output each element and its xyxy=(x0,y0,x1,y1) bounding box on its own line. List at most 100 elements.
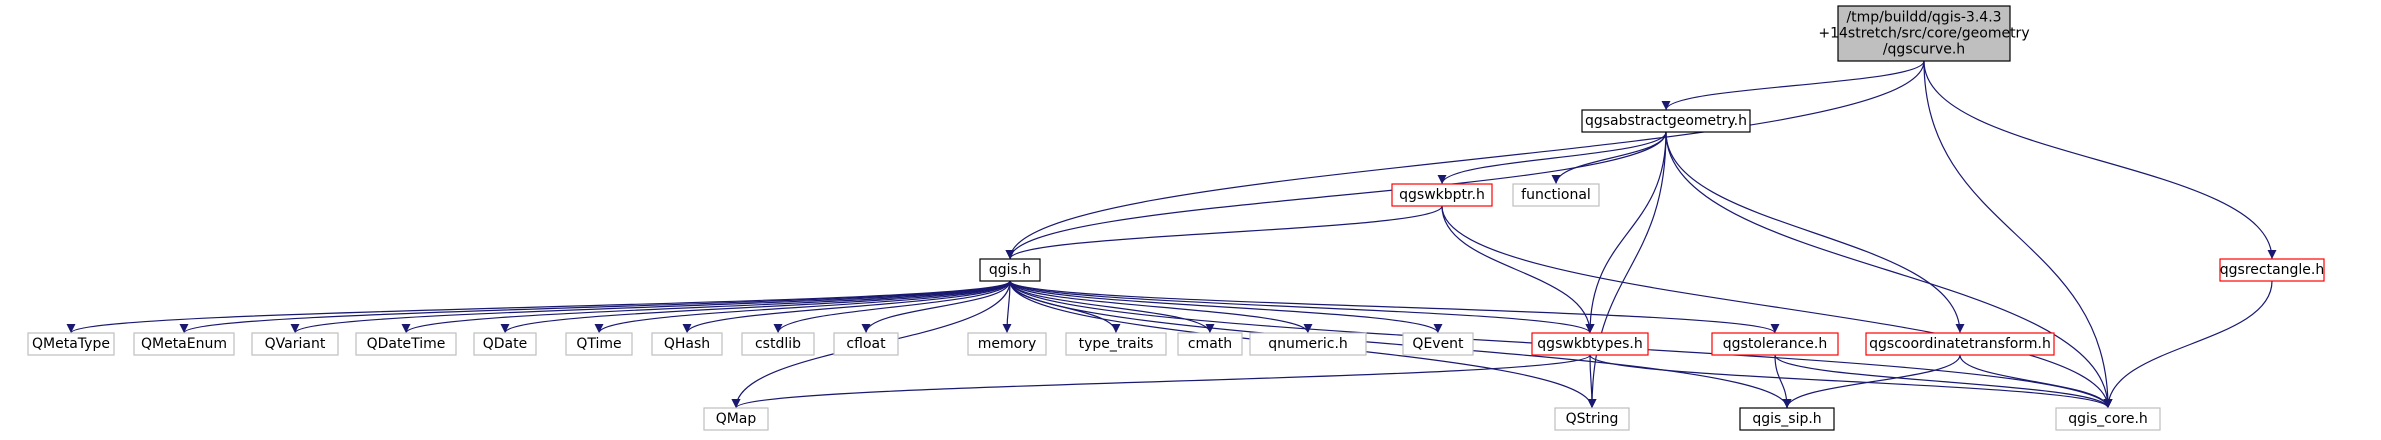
node-label-QString: QString xyxy=(1566,411,1619,427)
edge-qgswkbtypes-to-qgis_core xyxy=(1589,354,2113,409)
edge-qgsabstractgeometry-to-qgis_core xyxy=(1665,131,2113,409)
node-label-type_traits: type_traits xyxy=(1079,336,1154,352)
edge-qgsabstractgeometry-to-QString xyxy=(1587,131,1667,409)
node-label-functional: functional xyxy=(1521,187,1591,203)
node-label-root: +14stretch/src/core/geometry xyxy=(1818,26,2029,42)
node-memory[interactable]: memory xyxy=(967,332,1047,356)
edge-qgsrectangle-to-qgis_core xyxy=(2103,280,2273,409)
edge-root-to-qgis xyxy=(1005,60,1925,260)
node-label-memory: memory xyxy=(978,336,1037,352)
node-QTime[interactable]: QTime xyxy=(565,332,633,356)
node-box-QVariant xyxy=(251,332,339,356)
node-label-qgswkbtypes: qgswkbtypes.h xyxy=(1537,336,1642,352)
edge-qgswkbtypes-to-QString xyxy=(1587,354,1597,409)
node-label-qgsabstractgeometry: qgsabstractgeometry.h xyxy=(1585,113,1747,129)
node-box-cfloat xyxy=(833,332,899,356)
node-box-cmath xyxy=(1177,332,1243,356)
edge-qgis-to-QMetaType xyxy=(66,280,1011,334)
node-label-qgstolerance: qgstolerance.h xyxy=(1723,336,1827,352)
edge-qgis-to-QVariant xyxy=(290,280,1011,334)
node-box-qnumeric xyxy=(1249,332,1367,356)
node-label-QVariant: QVariant xyxy=(265,336,326,352)
node-label-QDateTime: QDateTime xyxy=(367,336,446,352)
node-cfloat[interactable]: cfloat xyxy=(833,332,899,356)
node-qgswkbptr[interactable]: qgswkbptr.h xyxy=(1391,183,1493,207)
node-QString[interactable]: QString xyxy=(1554,407,1630,431)
edge-qgswkbtypes-to-QMap xyxy=(731,354,1591,409)
edge-qgis-to-qgswkbtypes xyxy=(1009,280,1595,334)
node-box-qgsrectangle xyxy=(2219,258,2325,282)
edge-qgis-to-memory xyxy=(1002,280,1012,334)
node-QVariant[interactable]: QVariant xyxy=(251,332,339,356)
edge-qgis-to-cstdlib xyxy=(773,280,1011,334)
edge-qgis-to-QEvent xyxy=(1009,280,1443,334)
edges-layer xyxy=(66,60,2277,409)
node-box-qgscoordinatetransform xyxy=(1865,332,2055,356)
edge-qgis-to-qgstolerance xyxy=(1009,280,1780,334)
node-box-QDateTime xyxy=(355,332,457,356)
edge-qgsabstractgeometry-to-qgswkbtypes xyxy=(1585,131,1667,334)
edge-qgis-to-cmath xyxy=(1009,280,1215,334)
node-qgsabstractgeometry[interactable]: qgsabstractgeometry.h xyxy=(1581,109,1751,133)
node-QEvent[interactable]: QEvent xyxy=(1402,332,1474,356)
edge-qgscoordinatetransform-to-qgis_core xyxy=(1959,354,2113,409)
node-box-qgstolerance xyxy=(1711,332,1839,356)
node-box-memory xyxy=(967,332,1047,356)
node-label-qgis: qgis.h xyxy=(989,262,1031,278)
node-qgscoordinatetransform[interactable]: qgscoordinatetransform.h xyxy=(1865,332,2055,356)
node-QDate[interactable]: QDate xyxy=(473,332,537,356)
node-label-cstdlib: cstdlib xyxy=(755,336,801,352)
node-type_traits[interactable]: type_traits xyxy=(1065,332,1167,356)
node-functional[interactable]: functional xyxy=(1512,183,1600,207)
node-box-qgis_sip xyxy=(1739,407,1835,431)
edge-root-to-qgsabstractgeometry xyxy=(1661,60,1925,111)
node-qgis[interactable]: qgis.h xyxy=(979,258,1041,282)
edge-qgis-to-qgis_sip xyxy=(1009,280,1792,409)
node-box-functional xyxy=(1512,183,1600,207)
node-label-QDate: QDate xyxy=(483,336,527,352)
node-label-root: /qgscurve.h xyxy=(1883,42,1965,58)
node-label-qnumeric: qnumeric.h xyxy=(1268,336,1348,352)
edge-qgis-to-QHash xyxy=(682,280,1011,334)
node-qgsrectangle[interactable]: qgsrectangle.h xyxy=(2219,258,2325,282)
node-root[interactable]: /tmp/buildd/qgis-3.4.3+14stretch/src/cor… xyxy=(1818,5,2030,62)
node-cstdlib[interactable]: cstdlib xyxy=(741,332,815,356)
node-label-qgsrectangle: qgsrectangle.h xyxy=(2220,262,2324,278)
node-label-qgswkbptr: qgswkbptr.h xyxy=(1399,187,1485,203)
edge-root-to-qgsrectangle xyxy=(1923,60,2277,260)
edge-qgsabstractgeometry-to-qgis xyxy=(1005,131,1667,260)
node-label-QEvent: QEvent xyxy=(1412,336,1464,352)
edge-qgis-to-QDate xyxy=(500,280,1011,334)
node-label-QMetaType: QMetaType xyxy=(32,336,110,352)
edge-qgscoordinatetransform-to-qgis_sip xyxy=(1782,354,1961,409)
node-label-root: /tmp/buildd/qgis-3.4.3 xyxy=(1846,10,2001,26)
edge-root-to-qgis_core xyxy=(1923,60,2113,409)
node-QMap[interactable]: QMap xyxy=(703,407,769,431)
node-QMetaEnum[interactable]: QMetaEnum xyxy=(133,332,235,356)
node-QDateTime[interactable]: QDateTime xyxy=(355,332,457,356)
node-label-qgis_sip: qgis_sip.h xyxy=(1752,411,1821,427)
edge-qgswkbptr-to-qgis_core xyxy=(1441,205,2113,409)
node-box-qgis_core xyxy=(2055,407,2161,431)
node-QHash[interactable]: QHash xyxy=(651,332,723,356)
node-qgis_core[interactable]: qgis_core.h xyxy=(2055,407,2161,431)
node-qgis_sip[interactable]: qgis_sip.h xyxy=(1739,407,1835,431)
node-qgstolerance[interactable]: qgstolerance.h xyxy=(1711,332,1839,356)
edge-qgis-to-qnumeric xyxy=(1009,280,1313,334)
node-label-qgis_core: qgis_core.h xyxy=(2068,411,2148,427)
node-box-root xyxy=(1837,5,2011,62)
node-box-qgsabstractgeometry xyxy=(1581,109,1751,133)
node-cmath[interactable]: cmath xyxy=(1177,332,1243,356)
node-qgswkbtypes[interactable]: qgswkbtypes.h xyxy=(1531,332,1649,356)
node-label-qgscoordinatetransform: qgscoordinatetransform.h xyxy=(1869,336,2051,352)
node-qnumeric[interactable]: qnumeric.h xyxy=(1249,332,1367,356)
node-box-QHash xyxy=(651,332,723,356)
node-QMetaType[interactable]: QMetaType xyxy=(27,332,115,356)
node-box-QMetaType xyxy=(27,332,115,356)
node-box-type_traits xyxy=(1065,332,1167,356)
node-label-QMetaEnum: QMetaEnum xyxy=(141,336,227,352)
node-label-QTime: QTime xyxy=(576,336,621,352)
edge-qgsabstractgeometry-to-qgswkbptr xyxy=(1437,131,1667,185)
node-label-QHash: QHash xyxy=(664,336,710,352)
